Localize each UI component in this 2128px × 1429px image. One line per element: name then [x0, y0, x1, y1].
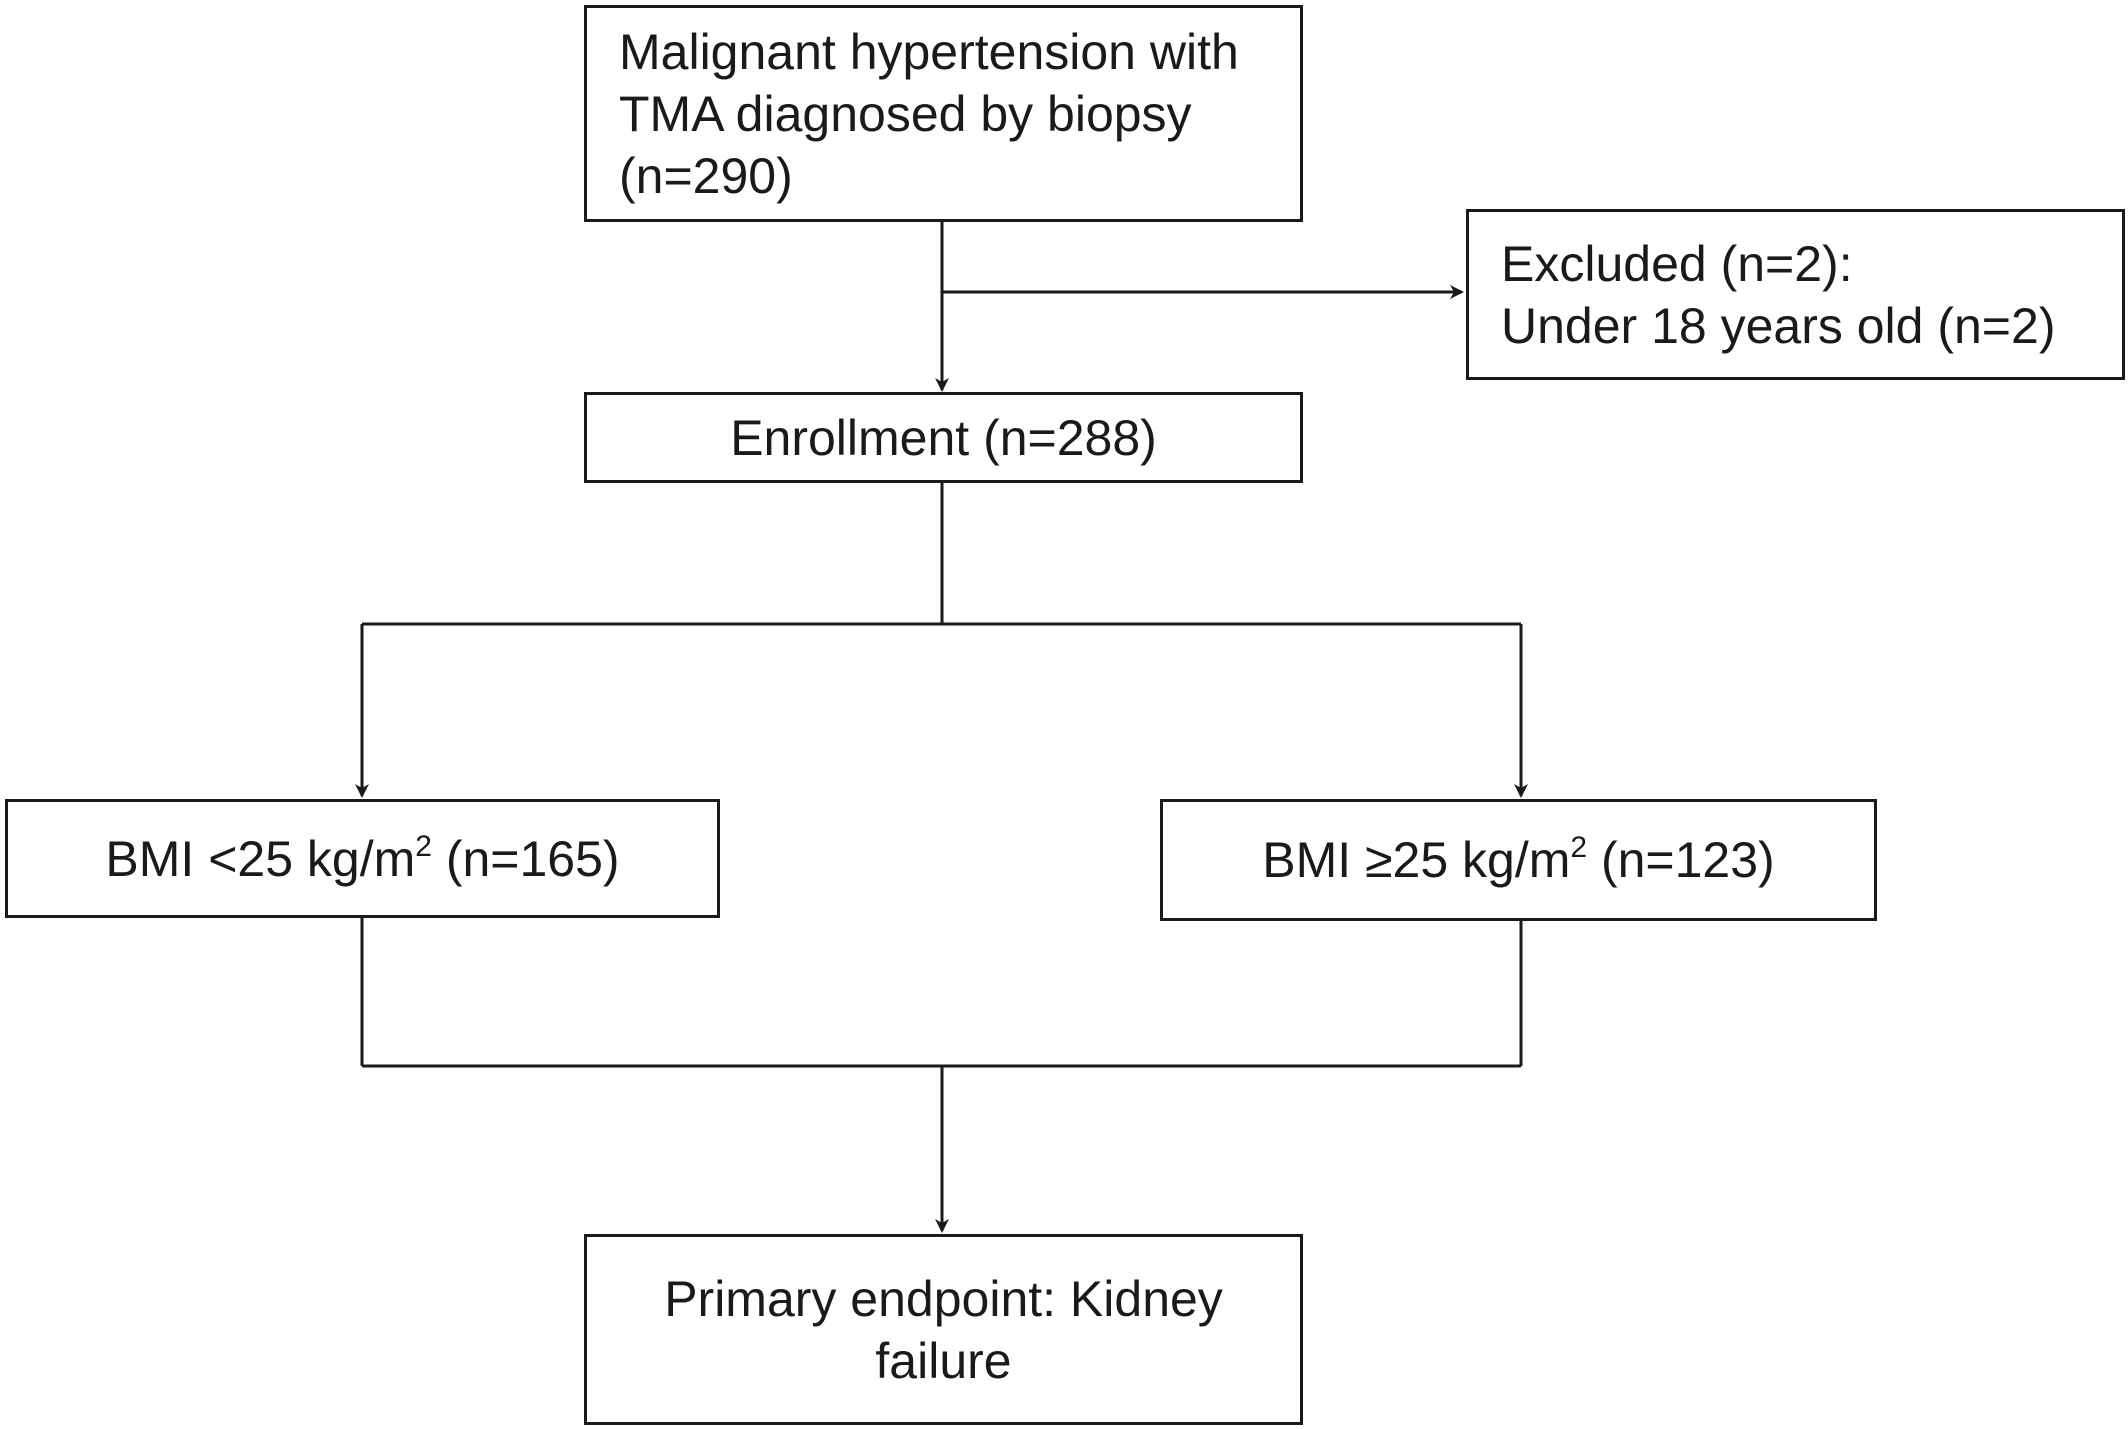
bmi-high-superscript: 2	[1570, 831, 1588, 864]
box-bmi-low-label: BMI <25 kg/m2 (n=165)	[105, 828, 619, 890]
bmi-high-prefix: BMI ≥25 kg/m	[1262, 832, 1571, 888]
box-start-line-2: TMA diagnosed by biopsy	[619, 85, 1192, 142]
box-bmi-high-label: BMI ≥25 kg/m2 (n=123)	[1262, 829, 1774, 891]
box-enrollment-label: Enrollment (n=288)	[730, 409, 1157, 466]
box-start-population: Malignant hypertension with TMA diagnose…	[584, 5, 1303, 222]
bmi-low-superscript: 2	[415, 829, 432, 863]
box-bmi-high: BMI ≥25 kg/m2 (n=123)	[1160, 799, 1877, 921]
box-excluded: Excluded (n=2): Under 18 years old (n=2)	[1466, 209, 2125, 380]
box-endpoint-line-2: failure	[875, 1332, 1012, 1389]
box-enrollment: Enrollment (n=288)	[584, 392, 1303, 483]
box-primary-endpoint: Primary endpoint: Kidney failure	[584, 1234, 1303, 1425]
box-excluded-line-1: Excluded (n=2):	[1501, 235, 1853, 292]
box-bmi-low: BMI <25 kg/m2 (n=165)	[5, 799, 720, 918]
bmi-low-prefix: BMI <25 kg/m	[105, 830, 416, 887]
box-endpoint-line-1: Primary endpoint: Kidney	[664, 1270, 1223, 1327]
bmi-low-suffix: (n=165)	[431, 830, 620, 887]
bmi-high-suffix: (n=123)	[1587, 832, 1775, 888]
box-start-line-1: Malignant hypertension with	[619, 23, 1239, 80]
box-excluded-line-2: Under 18 years old (n=2)	[1501, 297, 2056, 354]
box-start-line-3: (n=290)	[619, 147, 793, 204]
